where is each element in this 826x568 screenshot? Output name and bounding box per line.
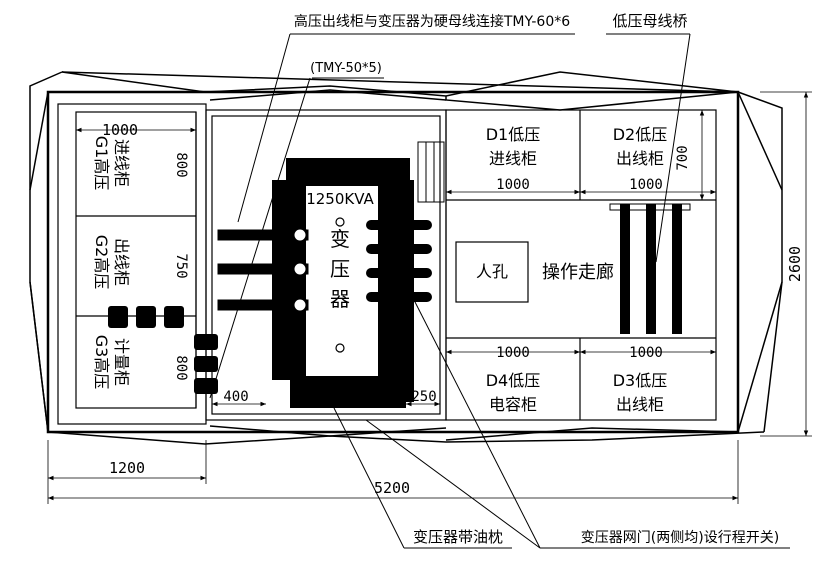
d3-line1: D3低压 bbox=[613, 371, 668, 390]
d4-line2: 电容柜 bbox=[489, 395, 537, 414]
manhole-label: 人孔 bbox=[476, 262, 508, 281]
lv-bushings bbox=[366, 220, 432, 302]
overall-dimensions bbox=[47, 91, 812, 504]
overall-width-dimension: 5200 bbox=[374, 479, 410, 497]
d1-line1: D1低压 bbox=[486, 125, 541, 144]
transformer-capacity: 1250KVA bbox=[306, 190, 374, 208]
d4-line1: D4低压 bbox=[486, 371, 541, 390]
overall-height-dimension: 2600 bbox=[786, 246, 804, 282]
gap-left-dimension: 400 bbox=[223, 389, 248, 405]
g1-dim: 800 bbox=[173, 152, 189, 177]
hv-bushings bbox=[217, 217, 345, 353]
lv-depth-dimension: 700 bbox=[675, 145, 691, 170]
g2-line1: G2高压 bbox=[92, 235, 111, 290]
lv-bottom-right-dimension: 1000 bbox=[629, 345, 663, 361]
d2-line2: 出线柜 bbox=[616, 149, 664, 168]
lv-busbar-duct bbox=[417, 141, 445, 203]
hv-cabinet-g2: G2高压 出线柜 750 bbox=[92, 235, 189, 290]
oil-conservator-note: 变压器带油枕 bbox=[413, 528, 503, 546]
g3-line1: G3高压 bbox=[92, 335, 111, 390]
enclosure-outline bbox=[29, 71, 783, 445]
transformer-model: S9-M bbox=[321, 166, 358, 184]
hv-section-dimension: 1200 bbox=[109, 459, 145, 477]
transformer-char-1: 变 bbox=[330, 227, 350, 251]
g3-dim: 800 bbox=[173, 355, 189, 380]
lv-top-right-dimension: 1000 bbox=[629, 177, 663, 193]
g1-line1: G1高压 bbox=[92, 136, 111, 191]
lv-bridge-note: 低压母线桥 bbox=[612, 12, 687, 30]
g1-line2: 进线柜 bbox=[112, 139, 131, 187]
d1-line2: 进线柜 bbox=[489, 149, 537, 168]
lv-busbar-bridge bbox=[609, 203, 691, 334]
corridor-label: 操作走廊 bbox=[542, 262, 614, 283]
g2-dim: 750 bbox=[173, 253, 189, 278]
leader-lines bbox=[209, 33, 790, 549]
busbar-sub-note: (TMY-50*5) bbox=[310, 61, 382, 76]
transformer-char-3: 器 bbox=[330, 287, 350, 311]
g2-line2: 出线柜 bbox=[112, 238, 131, 286]
d2-line1: D2低压 bbox=[613, 125, 668, 144]
hv-cabinet-g3: G3高压 计量柜 800 bbox=[92, 335, 189, 390]
lv-bottom-left-dimension: 1000 bbox=[496, 345, 530, 361]
busbar-note: 高压出线柜与变压器为硬母线连接TMY-60*6 bbox=[294, 13, 570, 30]
g3-line2: 计量柜 bbox=[112, 338, 131, 386]
hv-width-dimension: 1000 bbox=[102, 121, 138, 139]
d3-line2: 出线柜 bbox=[616, 395, 664, 414]
lv-top-left-dimension: 1000 bbox=[496, 177, 530, 193]
lv-section bbox=[445, 109, 717, 421]
gap-right-dimension: 250 bbox=[411, 389, 436, 405]
mesh-door-note: 变压器网门(两侧均)设行程开关) bbox=[581, 530, 779, 546]
transformer-char-2: 压 bbox=[330, 257, 350, 281]
hv-cabinet-g1: G1高压 进线柜 800 bbox=[92, 136, 189, 191]
